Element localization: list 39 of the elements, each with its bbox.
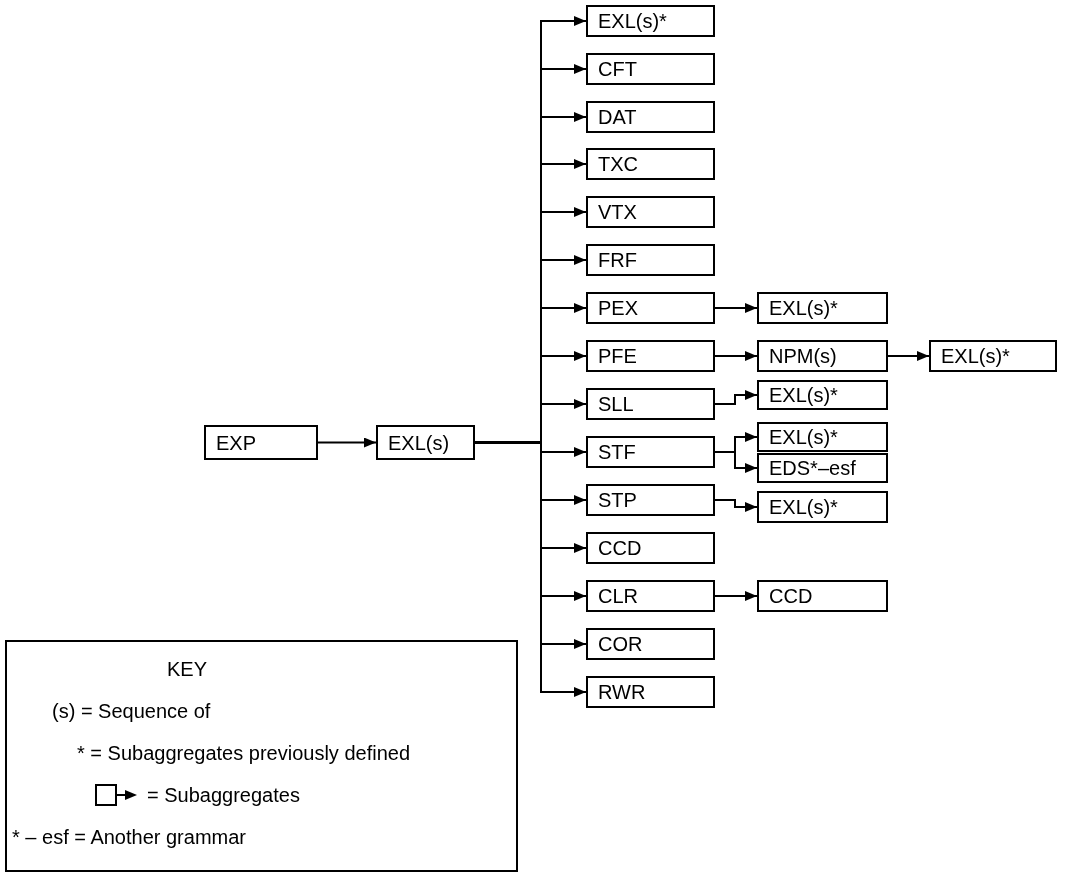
process-box: FRF (586, 244, 715, 276)
process-box: PEX (586, 292, 715, 324)
arrow (317, 437, 377, 448)
process-box: DAT (586, 101, 715, 133)
process-box: CCD (757, 580, 888, 612)
arrow (474, 441, 587, 697)
arrow (714, 591, 758, 601)
process-box: STF (586, 436, 715, 468)
process-box: STP (586, 484, 715, 516)
arrow (714, 451, 758, 473)
process-box: VTX (586, 196, 715, 228)
process-box: SLL (586, 388, 715, 420)
process-box: EXL(s)* (929, 340, 1057, 372)
legend-text: * = Subaggregates previously defined (77, 741, 410, 766)
arrow (714, 351, 758, 361)
process-box: EXL(s) (376, 425, 475, 460)
arrow (714, 390, 758, 405)
legend-text: (s) = Sequence of (52, 699, 211, 724)
arrow (714, 499, 758, 512)
process-box: EXL(s)* (757, 292, 888, 324)
process-box: EXL(s)* (586, 5, 715, 37)
process-box: RWR (586, 676, 715, 708)
process-box: NPM(s) (757, 340, 888, 372)
process-box: EXL(s)* (757, 380, 888, 410)
legend-text: = Subaggregates (147, 783, 300, 808)
arrow (887, 351, 930, 361)
process-box: EXP (204, 425, 318, 460)
process-box: COR (586, 628, 715, 660)
process-box: CFT (586, 53, 715, 85)
legend-text: * – esf = Another grammar (12, 825, 246, 850)
process-box: TXC (586, 148, 715, 180)
process-box: CLR (586, 580, 715, 612)
arrow (714, 303, 758, 313)
process-box: CCD (586, 532, 715, 564)
legend-title: KEY (167, 658, 208, 680)
process-box: EDS*–esf (757, 453, 888, 483)
process-box: EXL(s)* (757, 422, 888, 452)
process-box: EXL(s)* (757, 491, 888, 523)
process-box: PFE (586, 340, 715, 372)
